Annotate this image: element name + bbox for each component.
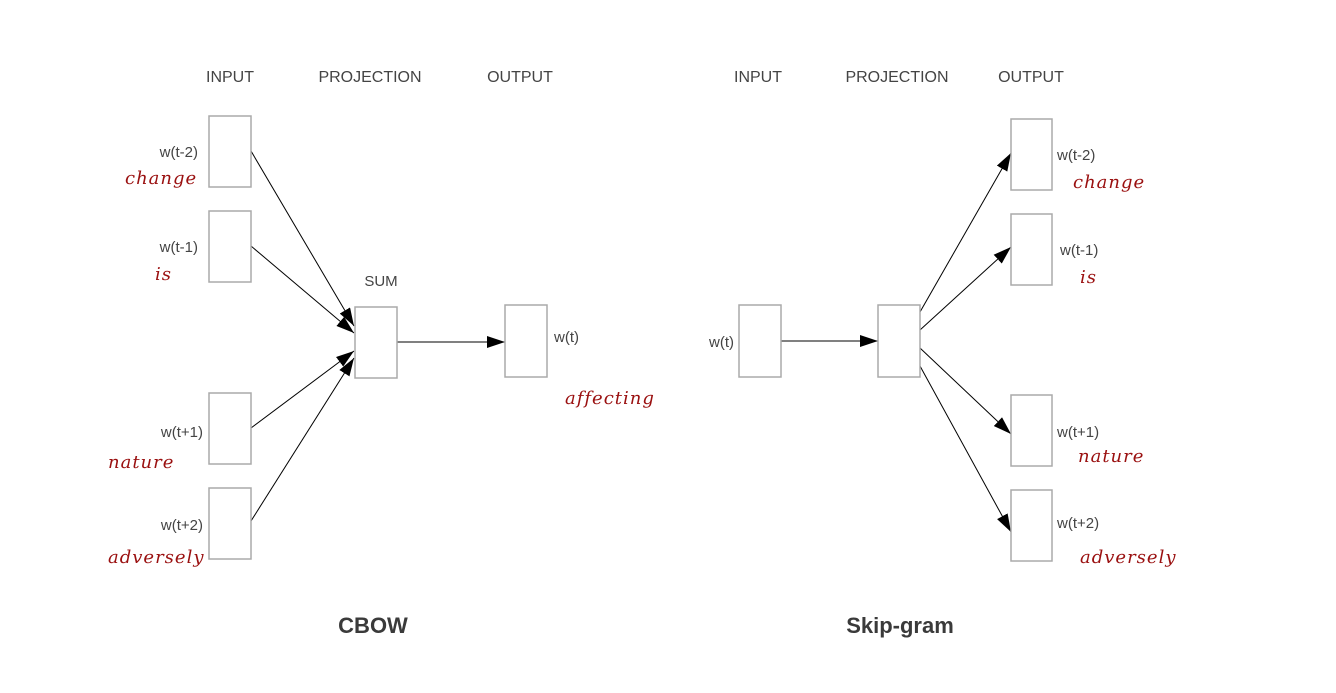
- skipgram-output-word: adversely: [1080, 547, 1177, 568]
- skipgram-output-word: is: [1080, 267, 1097, 288]
- cbow-panel: INPUT PROJECTION OUTPUT w(t-2) w(t-1) w(…: [108, 69, 655, 638]
- cbow-input-label: w(t-2): [159, 144, 198, 161]
- skipgram-output-label: w(t-2): [1056, 147, 1095, 164]
- skipgram-output-label: w(t+1): [1056, 424, 1099, 441]
- cbow-input-box-t-2: [208, 115, 252, 188]
- cbow-input-label: w(t-1): [159, 239, 198, 256]
- cbow-edge-t-1: [250, 245, 355, 334]
- skipgram-output-box-t-1: [1010, 213, 1053, 286]
- skipgram-edge-t-2: [919, 152, 1012, 313]
- skipgram-input-box: [738, 304, 782, 378]
- cbow-edge-t+2: [250, 357, 355, 522]
- skipgram-header-output: OUTPUT: [998, 69, 1064, 86]
- cbow-title: CBOW: [338, 613, 408, 638]
- skipgram-header-input: INPUT: [734, 69, 782, 86]
- skipgram-edge-t-1: [919, 246, 1012, 331]
- skipgram-edge-t+2: [919, 365, 1012, 533]
- skipgram-output-word: change: [1073, 172, 1145, 193]
- skipgram-output-box-t+2: [1010, 489, 1053, 562]
- skipgram-panel: INPUT PROJECTION OUTPUT w(t) w(t-2) w(t-…: [708, 69, 1177, 638]
- cbow-output-box: [504, 304, 548, 378]
- cbow-input-box-t+1: [208, 392, 252, 465]
- skipgram-input-label: w(t): [708, 334, 734, 351]
- cbow-edge-t+1: [250, 350, 355, 429]
- skipgram-output-label: w(t+2): [1056, 515, 1099, 532]
- cbow-output-label: w(t): [553, 329, 579, 346]
- skipgram-output-label: w(t-1): [1059, 242, 1098, 259]
- cbow-edge-t-2: [250, 150, 355, 327]
- cbow-header-output: OUTPUT: [487, 69, 553, 86]
- cbow-header-projection: PROJECTION: [318, 69, 421, 86]
- cbow-input-label: w(t+2): [160, 517, 203, 534]
- skipgram-output-box-t-2: [1010, 118, 1053, 191]
- cbow-input-word: adversely: [108, 547, 205, 568]
- cbow-input-box-t+2: [208, 487, 252, 560]
- skipgram-projection-box: [877, 304, 921, 378]
- cbow-header-input: INPUT: [206, 69, 254, 86]
- cbow-projection-box: [354, 306, 398, 379]
- cbow-input-word: is: [155, 264, 172, 285]
- skipgram-title: Skip-gram: [846, 613, 954, 638]
- cbow-input-word: change: [125, 168, 197, 189]
- skipgram-output-box-t+1: [1010, 394, 1053, 467]
- cbow-input-label: w(t+1): [160, 424, 203, 441]
- cbow-input-word: nature: [108, 452, 174, 473]
- cbow-projection-label: SUM: [364, 273, 397, 290]
- skipgram-output-word: nature: [1078, 446, 1144, 467]
- skipgram-header-projection: PROJECTION: [845, 69, 948, 86]
- cbow-output-word: affecting: [565, 388, 655, 409]
- cbow-input-box-t-1: [208, 210, 252, 283]
- skipgram-edge-t+1: [919, 347, 1012, 435]
